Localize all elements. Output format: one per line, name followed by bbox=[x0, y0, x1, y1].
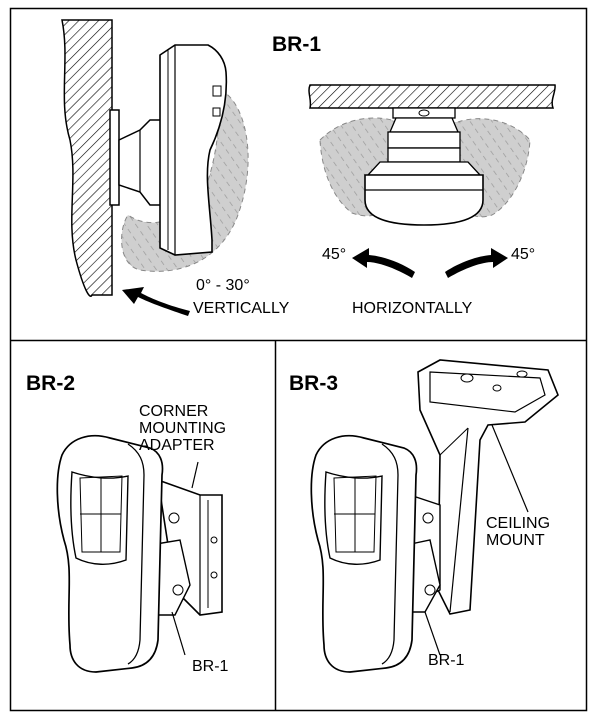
br2-bracket-label: BR-1 bbox=[192, 658, 229, 675]
br2-view bbox=[56, 434, 223, 673]
left-angle-label: 45° bbox=[322, 246, 347, 263]
outer-border bbox=[9, 7, 588, 712]
curved-arrow bbox=[445, 248, 508, 278]
motion-detector bbox=[159, 44, 228, 256]
br2-title: BR-2 bbox=[26, 372, 76, 395]
vertical-label: VERTICALLY bbox=[193, 300, 290, 317]
curved-arrow bbox=[352, 248, 415, 278]
br1-side-view bbox=[61, 19, 249, 316]
tilt-range-shade bbox=[121, 89, 249, 272]
curved-arrow bbox=[122, 287, 190, 316]
br3-title: BR-3 bbox=[289, 372, 339, 395]
ceiling-mount-label: CEILING MOUNT bbox=[486, 515, 551, 549]
corner-adapter-label: CORNER MOUNTING ADAPTER bbox=[139, 403, 227, 454]
right-angle-label: 45° bbox=[511, 246, 536, 263]
br1-title: BR-1 bbox=[272, 33, 322, 56]
horizontal-label: HORIZONTALLY bbox=[352, 300, 473, 317]
br3-view bbox=[310, 359, 559, 673]
wall-hatch bbox=[61, 19, 113, 297]
br1-top-view bbox=[308, 84, 556, 278]
vertical-range-label: 0° - 30° bbox=[196, 277, 250, 294]
wall-plate bbox=[109, 109, 120, 206]
br3-bracket-label: BR-1 bbox=[428, 652, 465, 669]
ceiling-hatch bbox=[308, 84, 556, 109]
